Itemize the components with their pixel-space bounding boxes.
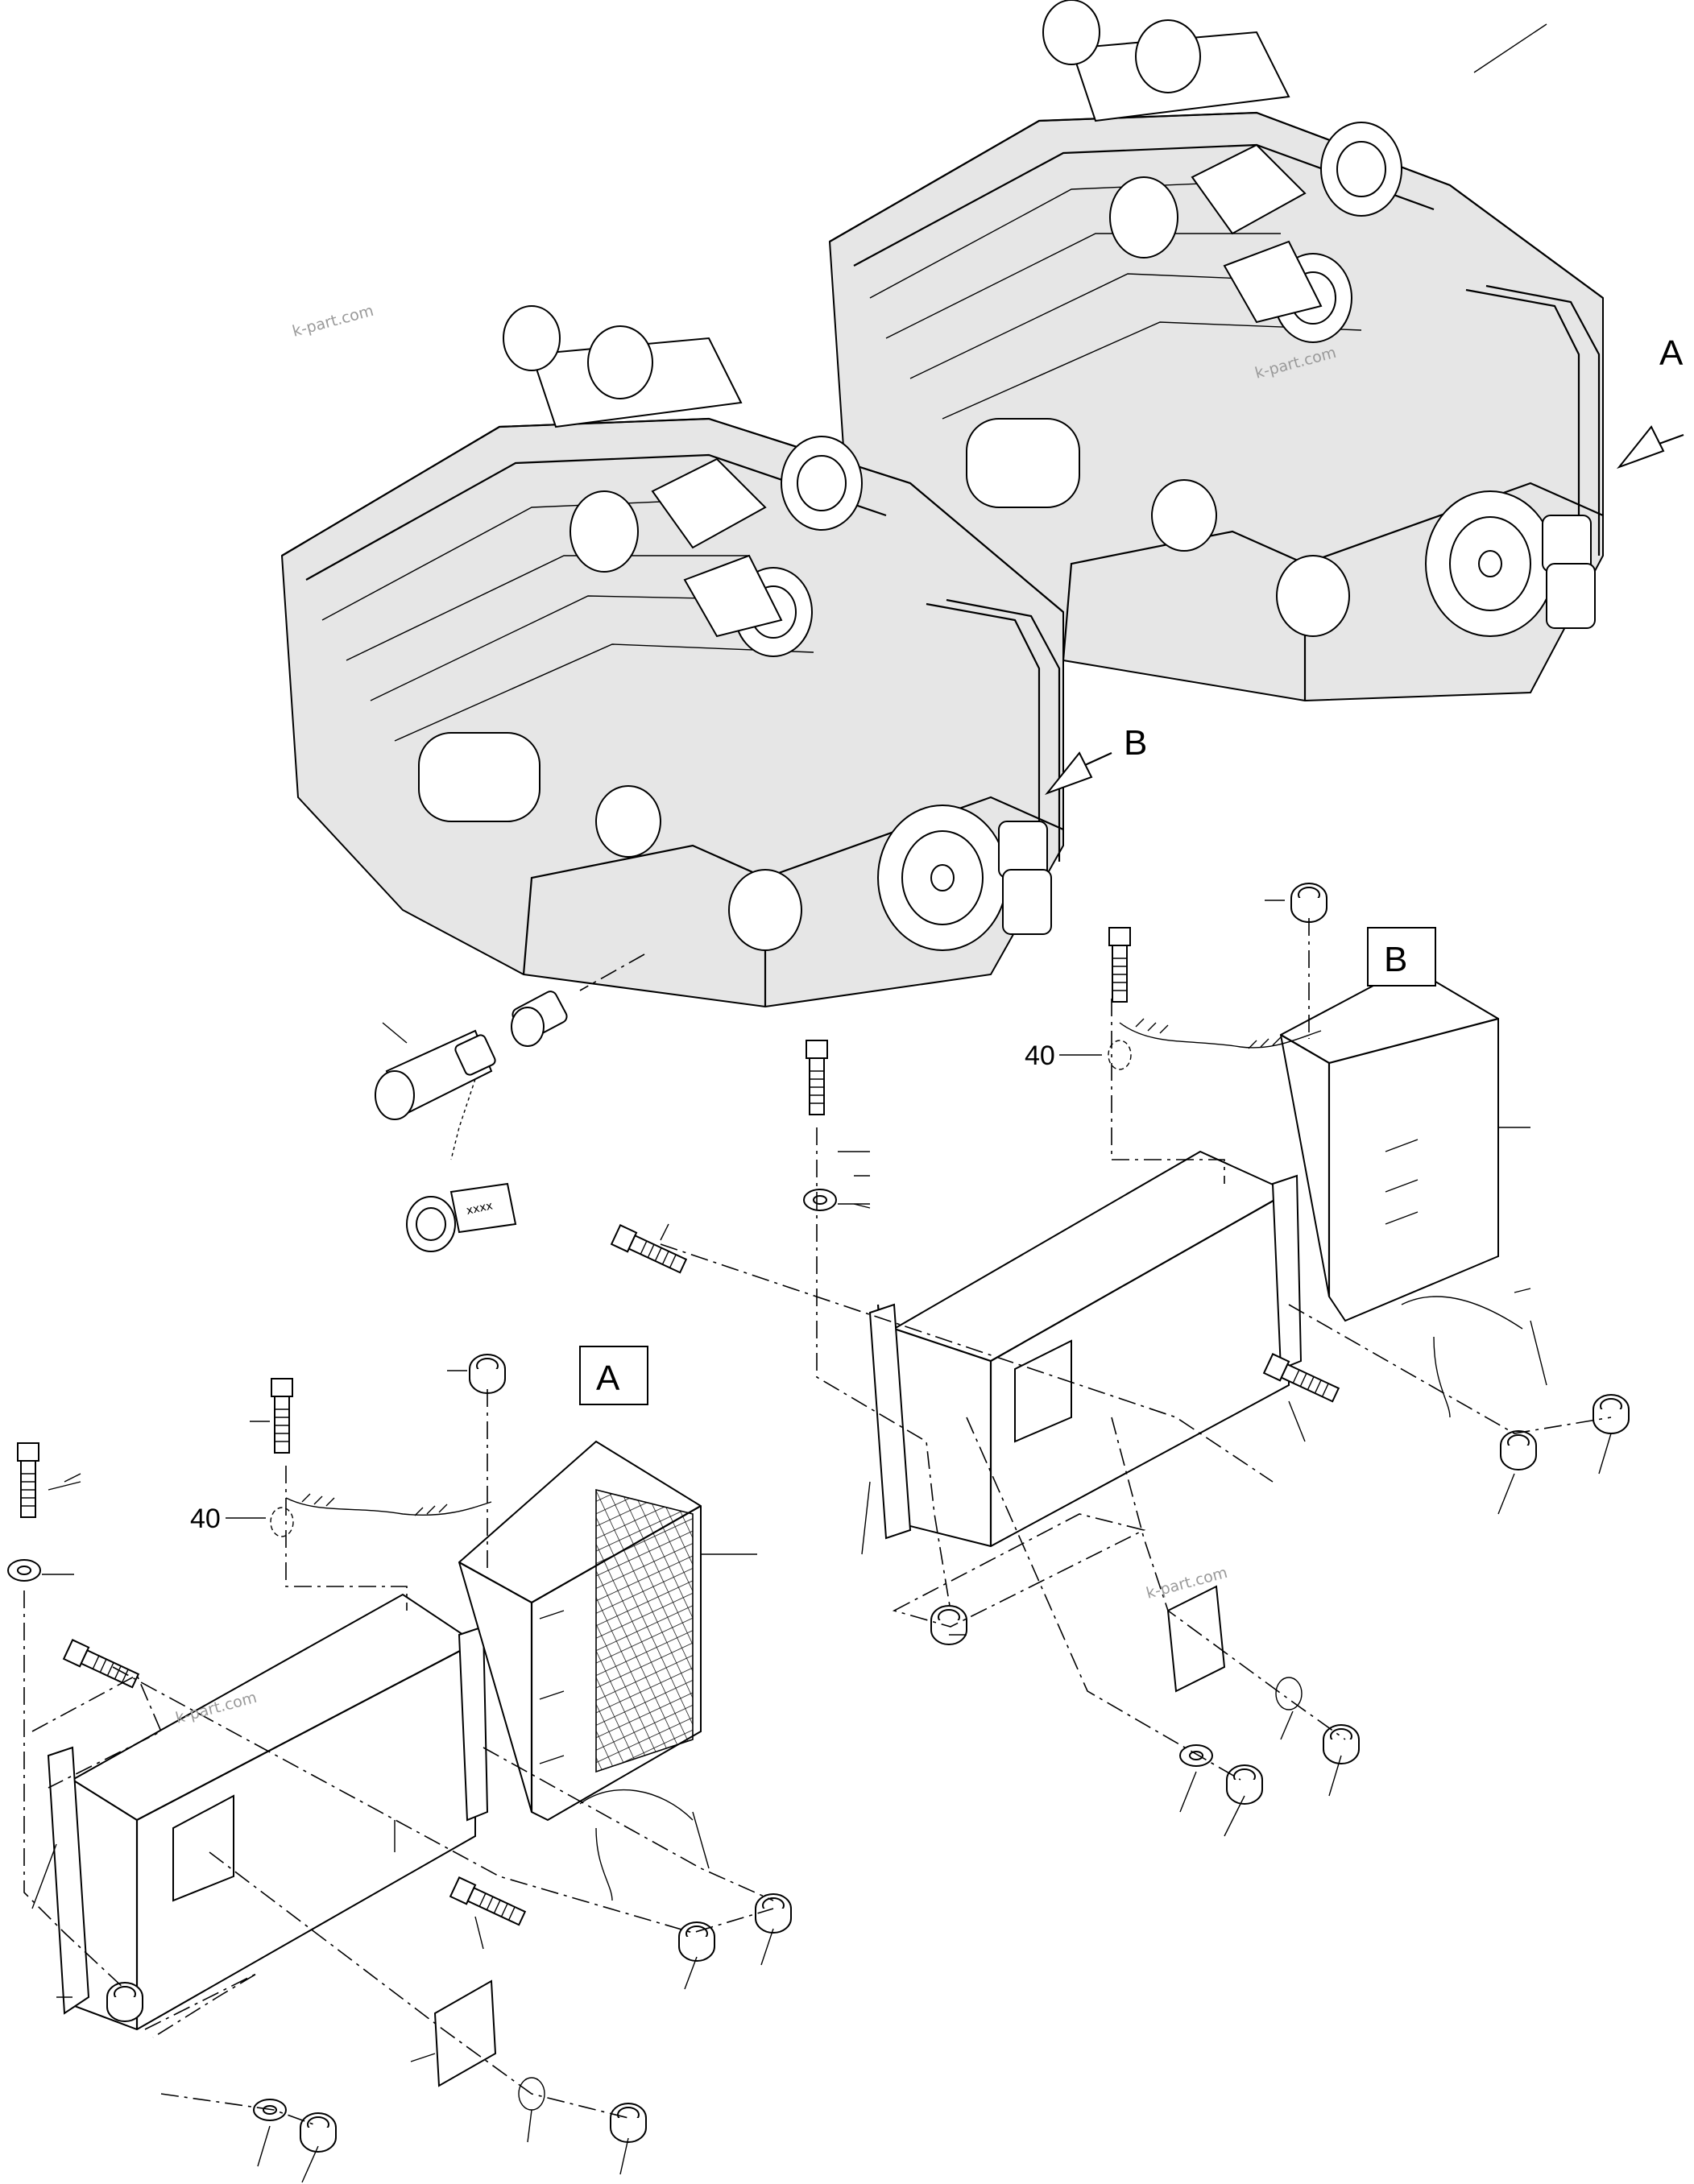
plug-tag-text: xxxx <box>466 1199 495 1218</box>
box-label-a-frame <box>579 1346 648 1405</box>
engine-view-a <box>828 0 1684 702</box>
watermark: k-part.com <box>291 302 376 341</box>
item-number-40-lower: 40 <box>190 1504 221 1534</box>
view-label-b: B <box>1124 723 1147 763</box>
view-label-a: A <box>1659 333 1684 373</box>
engine-view-b <box>280 305 1112 1008</box>
assembly-a <box>7 1354 792 2183</box>
quick-coupling: xxxx <box>375 953 645 1252</box>
assembly-b <box>611 883 1630 1837</box>
box-label-b: B <box>1384 940 1407 979</box>
box-label-a: A <box>596 1359 620 1398</box>
item-number-40-upper: 40 <box>1025 1040 1055 1071</box>
box-label-b-frame <box>1367 927 1436 987</box>
leader-line <box>382 1022 408 1044</box>
leader-lines <box>31 1473 774 2183</box>
leader-line <box>1473 23 1547 73</box>
leader-lines <box>853 1175 1612 1837</box>
